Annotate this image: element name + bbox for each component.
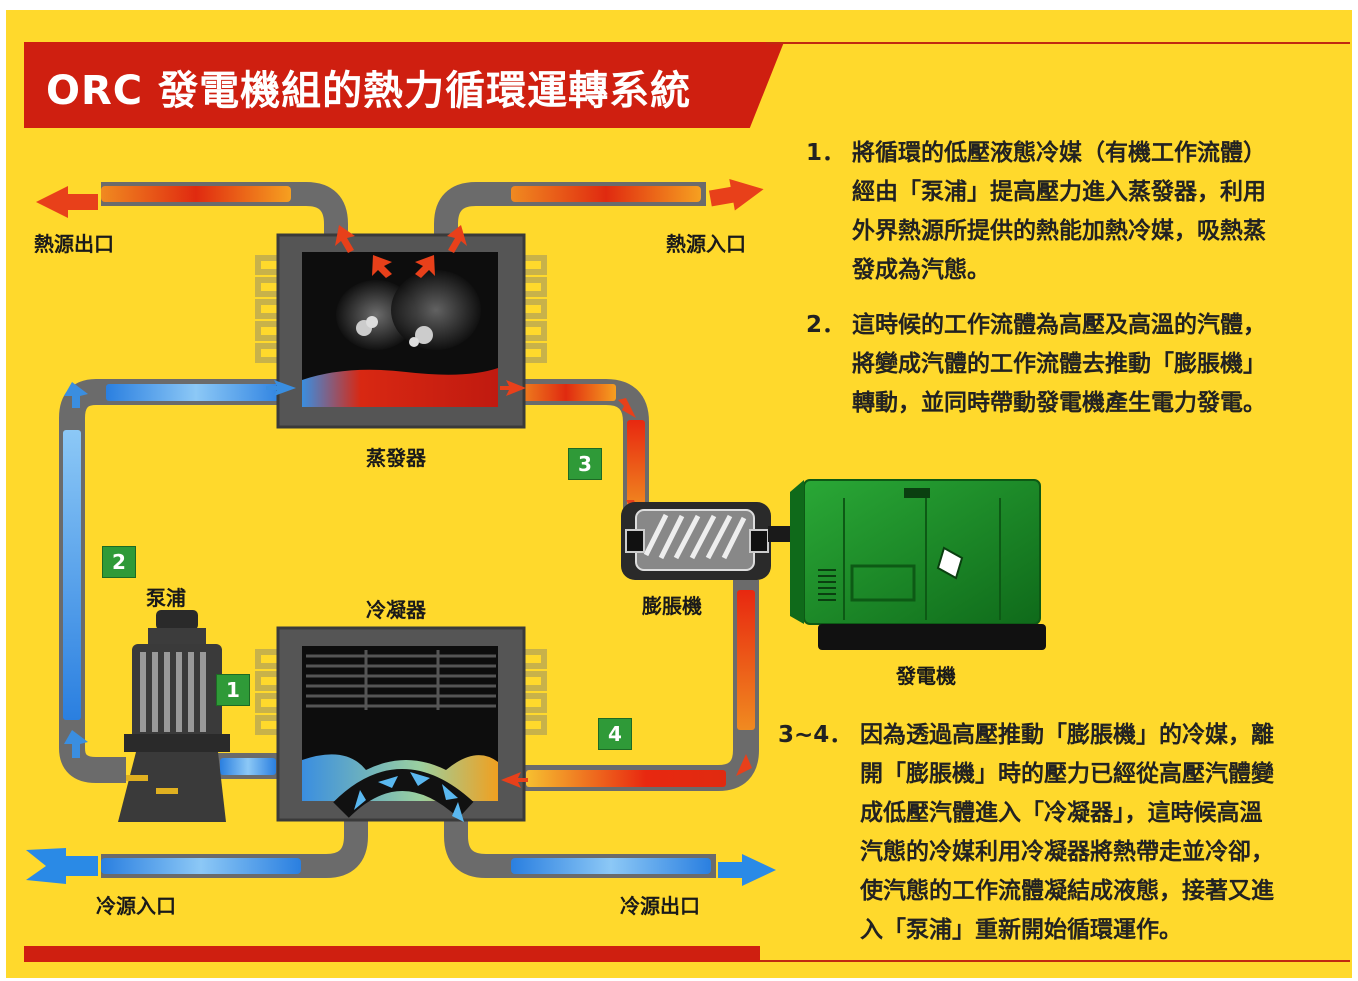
orc-cycle-diagram (26, 178, 1046, 886)
step-1-line: 外界熱源所提供的熱能加熱冷媒，吸熱蒸 (852, 218, 1266, 244)
step-3-4-line: 開「膨脹機」時的壓力已經從高壓汽體變 (860, 761, 1274, 787)
step-marker-4: 4 (598, 718, 632, 750)
step-1-line: 將循環的低壓液態冷媒（有機工作流體） (852, 140, 1266, 166)
top-rule (766, 42, 1350, 44)
bottom-rule (760, 960, 1350, 962)
evaporator-unit (64, 225, 642, 784)
pump-label: 泵浦 (146, 586, 186, 610)
step-2-line: 這時候的工作流體為高壓及高溫的汽體， (852, 312, 1266, 338)
title-banner (24, 42, 784, 128)
diagram-canvas: ORC 發電機組的熱力循環運轉系統 熱源出口 熱源入口 蒸發器 泵浦 冷凝器 膨… (6, 10, 1352, 978)
step-2-line: 轉動，並同時帶動發電機產生電力發電。 (852, 390, 1266, 416)
step-3-4-line: 入「泵浦」重新開始循環運作。 (860, 917, 1182, 943)
step-1-text: 1． 將循環的低壓液態冷媒（有機工作流體） 經由「泵浦」提高壓力進入蒸發器，利用… (806, 134, 1352, 294)
generator-label: 發電機 (896, 664, 956, 688)
step-1-number: 1． (806, 140, 846, 166)
step-marker-1: 1 (216, 674, 250, 706)
heat-outlet-label: 熱源出口 (34, 232, 114, 256)
pump-unit (118, 610, 230, 822)
cold-outlet-label: 冷源出口 (620, 894, 700, 918)
bottom-bar (24, 946, 760, 962)
step-3-4-line: 成低壓汽體進入「冷凝器」，這時候高溫 (860, 800, 1263, 826)
cold-inlet-label: 冷源入口 (96, 894, 176, 918)
step-3-4-line: 因為透過高壓推動「膨脹機」的冷媒，離 (860, 722, 1274, 748)
generator-unit (790, 479, 1046, 650)
step-3-4-line: 汽態的冷媒利用冷凝器將熱帶走並冷卻， (860, 839, 1274, 865)
step-marker-2: 2 (102, 546, 136, 578)
step-3-4-number: 3~4． (778, 722, 853, 748)
heat-source-pipes (36, 178, 764, 240)
condenser-unit (255, 626, 752, 822)
heat-inlet-label: 熱源入口 (666, 232, 746, 256)
step-2-number: 2． (806, 312, 846, 338)
condenser-label: 冷凝器 (366, 598, 426, 622)
cold-source-pipes (26, 820, 776, 886)
expander-unit (621, 502, 796, 580)
step-3-4-line: 使汽態的工作流體凝結成液態，接著又進 (860, 878, 1274, 904)
expander-label: 膨脹機 (642, 594, 702, 618)
step-2-line: 將變成汽體的工作流體去推動「膨脹機」 (852, 351, 1266, 377)
step-1-line: 經由「泵浦」提高壓力進入蒸發器，利用 (852, 179, 1266, 205)
step-2-text: 2． 這時候的工作流體為高壓及高溫的汽體， 將變成汽體的工作流體去推動「膨脹機」… (806, 306, 1352, 426)
step-3-4-text: 3~4． 因為透過高壓推動「膨脹機」的冷媒，離 開「膨脹機」時的壓力已經從高壓汽… (778, 716, 1352, 952)
evaporator-label: 蒸發器 (366, 446, 426, 470)
step-marker-3: 3 (568, 448, 602, 480)
step-1-line: 發成為汽態。 (852, 257, 990, 283)
page-title: ORC 發電機組的熱力循環運轉系統 (46, 68, 692, 114)
